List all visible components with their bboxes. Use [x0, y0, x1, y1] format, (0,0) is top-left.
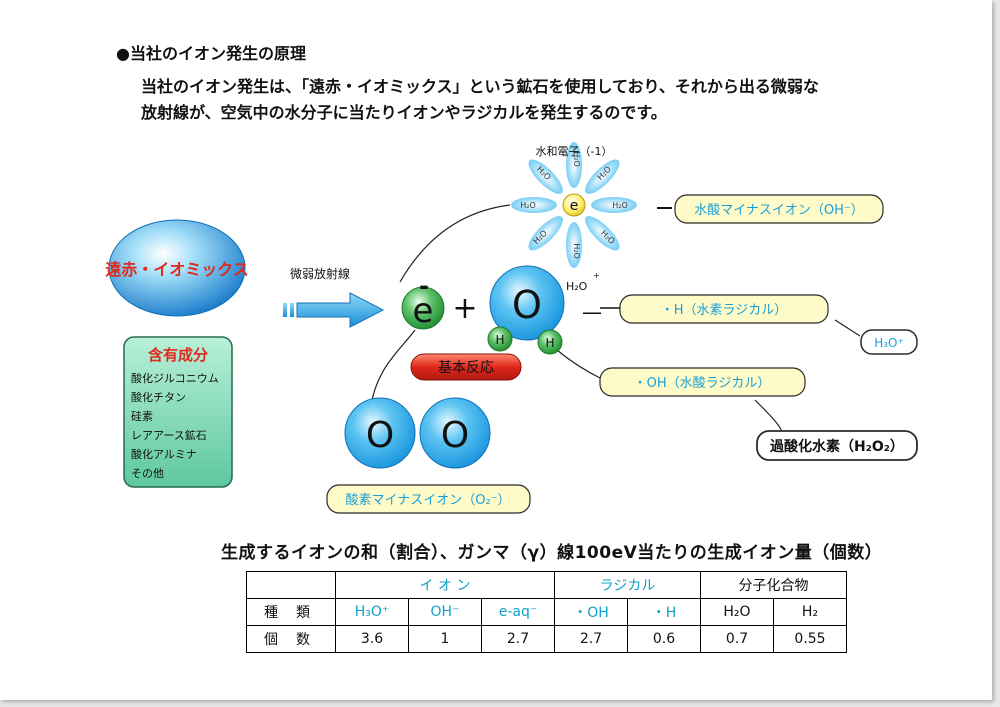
table-cell: 2.7 — [481, 625, 555, 653]
row-label: 個数 — [246, 625, 336, 653]
ion-yield-table: イ オ ン ラジカル 分子化合物 種類 H₃O⁺ OH⁻ e-aq⁻ ・OH ・… — [246, 571, 847, 653]
basic-reaction-badge: 基本反応 — [410, 353, 522, 381]
svg-text:・OH（水酸ラジカル）: ・OH（水酸ラジカル） — [634, 376, 771, 391]
table-header-cell: ・OH — [554, 598, 628, 626]
hydrated-electron-label: 水和電子（-1） — [536, 145, 613, 158]
mineral-sphere: 遠赤・イオミックス — [105, 219, 249, 317]
components-title: 含有成分 — [148, 346, 208, 364]
component-item: 酸化ジルコニウム — [131, 371, 219, 385]
svg-text:・H（水素ラジカル）: ・H（水素ラジカル） — [661, 303, 788, 318]
svg-text:基本反応: 基本反応 — [438, 359, 494, 376]
hydrated-electron: e H₂O H₂O H₂O H₂O H₂O H₂O H₂O H₂O — [511, 142, 637, 268]
group-header-radicals: ラジカル — [554, 571, 701, 599]
mineral-label: 遠赤・イオミックス — [105, 260, 249, 279]
intro-line-2: 放射線が、空気中の水分子に当たりイオンやラジカルを発生するのです。 — [141, 103, 667, 122]
svg-text:H₃O⁺: H₃O⁺ — [874, 336, 904, 350]
table-row: 個数 3.6 1 2.7 2.7 0.6 0.7 0.55 — [246, 625, 847, 653]
group-header-ions: イ オ ン — [335, 571, 555, 599]
water-superscript: + — [593, 271, 600, 280]
hydroxyl-radical-label-box: ・OH（水酸ラジカル） — [599, 367, 806, 397]
radiation-label: 微弱放射線 — [290, 266, 350, 281]
svg-text:過酸化水素（H₂O₂）: 過酸化水素（H₂O₂） — [769, 438, 904, 455]
svg-text:e: e — [570, 198, 579, 214]
table-cell: 0.55 — [773, 625, 847, 653]
water-molecule: O H H — [487, 265, 565, 355]
water-label: H₂O — [566, 280, 588, 293]
table-cell: 0.7 — [700, 625, 774, 653]
hydronium-label-box: H₃O⁺ — [860, 329, 918, 355]
svg-text:O: O — [366, 415, 394, 456]
svg-text:O: O — [441, 415, 469, 456]
table-title: 生成するイオンの和（割合）、ガンマ（γ）線100eV当たりの生成イオン量（個数） — [221, 543, 883, 563]
electron: e - — [401, 272, 445, 331]
table-header-cell: H₃O⁺ — [335, 598, 409, 626]
superoxide-label-box: 酸素マイナスイオン（O₂⁻） — [326, 484, 531, 514]
component-item: レアアース鉱石 — [131, 428, 207, 442]
hydrogen-symbol: H — [545, 336, 554, 350]
hydrogen-radical-label-box: ・H（水素ラジカル） — [619, 294, 829, 324]
table-cell-empty — [246, 571, 336, 599]
peroxide-label-box: 過酸化水素（H₂O₂） — [756, 430, 918, 461]
component-item: 酸化チタン — [131, 390, 186, 404]
table-cell: 2.7 — [554, 625, 628, 653]
group-header-molecules: 分子化合物 — [700, 571, 847, 599]
svg-text:e: e — [413, 291, 434, 331]
component-item: 酸化アルミナ — [131, 447, 197, 461]
table-header-cell: OH⁻ — [408, 598, 482, 626]
intro-line-1: 当社のイオン発生は、「遠赤・イオミックス」という鉱石を使用しており、それから出る… — [141, 77, 819, 96]
svg-text:酸素マイナスイオン（O₂⁻）: 酸素マイナスイオン（O₂⁻） — [345, 493, 510, 508]
ion-generation-diagram: 遠赤・イオミックス 含有成分 酸化ジルコニウム 酸化チタン 硅素 レアアース鉱石… — [105, 142, 918, 514]
table-row: 種類 H₃O⁺ OH⁻ e-aq⁻ ・OH ・H H₂O H₂ — [246, 598, 847, 626]
svg-text:H₂O: H₂O — [572, 151, 581, 167]
table-header-cell: H₂O — [700, 598, 774, 626]
oxygen-symbol: O — [512, 283, 542, 327]
hydroxide-label-box: 水酸マイナスイオン（OH⁻） — [674, 194, 884, 224]
oxygen-molecule: O O — [344, 397, 491, 469]
table-header-cell: H₂ — [773, 598, 847, 626]
table-cell: 0.6 — [627, 625, 701, 653]
table-header-cell: ・H — [627, 598, 701, 626]
connector-lines — [371, 204, 861, 433]
component-item: その他 — [131, 467, 164, 480]
table-row: イ オ ン ラジカル 分子化合物 — [246, 571, 847, 599]
svg-text:水酸マイナスイオン（OH⁻）: 水酸マイナスイオン（OH⁻） — [694, 203, 864, 218]
component-item: 硅素 — [131, 410, 153, 423]
svg-text:H₂O: H₂O — [612, 201, 628, 210]
hydrogen-symbol: H — [495, 333, 504, 347]
svg-text:H₂O: H₂O — [520, 201, 536, 210]
dash: — — [582, 300, 602, 324]
section-heading: ●当社のイオン発生の原理 — [116, 44, 306, 63]
row-label: 種類 — [246, 598, 336, 626]
components-box: 含有成分 酸化ジルコニウム 酸化チタン 硅素 レアアース鉱石 酸化アルミナ その… — [123, 336, 233, 488]
svg-text:H₂O: H₂O — [572, 243, 581, 259]
table-header-cell: e-aq⁻ — [481, 598, 555, 626]
plus-sign: + — [452, 291, 477, 326]
table-cell: 1 — [408, 625, 482, 653]
svg-text:-: - — [419, 272, 429, 300]
table-cell: 3.6 — [335, 625, 409, 653]
radiation-arrow — [283, 292, 385, 328]
